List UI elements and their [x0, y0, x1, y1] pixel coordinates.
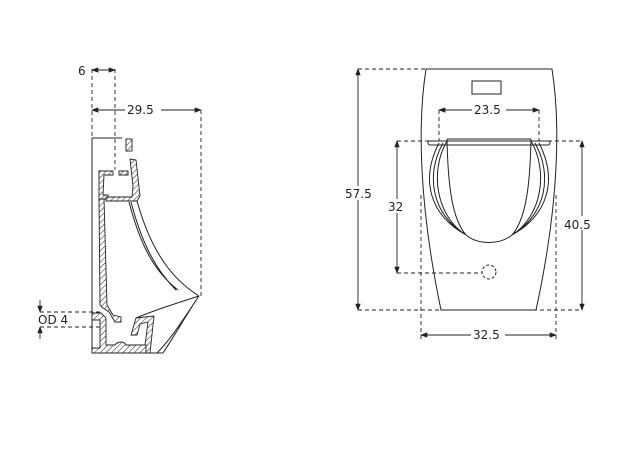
front-view: 57.5 23.5 32 40.5 32.5: [344, 68, 593, 342]
spreader-inlet: [471, 80, 502, 95]
bowl-curve: [128, 200, 200, 297]
dim-height: 57.5: [345, 187, 372, 201]
front-wall-section: [105, 158, 141, 202]
rim: [427, 138, 551, 146]
dim-wall-offset: 6: [78, 64, 86, 78]
upper-chamber-section: [98, 170, 114, 200]
dim-width: 32.5: [473, 328, 500, 342]
lip-curves: [135, 295, 200, 354]
trap-section: [130, 315, 155, 354]
dim-depth: 29.5: [127, 103, 154, 117]
top-spreader-section: [125, 138, 133, 152]
drain-icon: [481, 264, 497, 280]
side-view: 6 29.5 OD 4: [37, 64, 202, 354]
back-wall-section: [98, 198, 122, 323]
bowl-outline: [429, 138, 549, 243]
dim-outlet-height: 32: [388, 200, 403, 214]
dim-outlet: OD 4: [38, 313, 68, 327]
outlet-section: [91, 312, 147, 354]
dim-rim-width: 23.5: [474, 103, 501, 117]
dim-rim-height: 40.5: [564, 218, 591, 232]
